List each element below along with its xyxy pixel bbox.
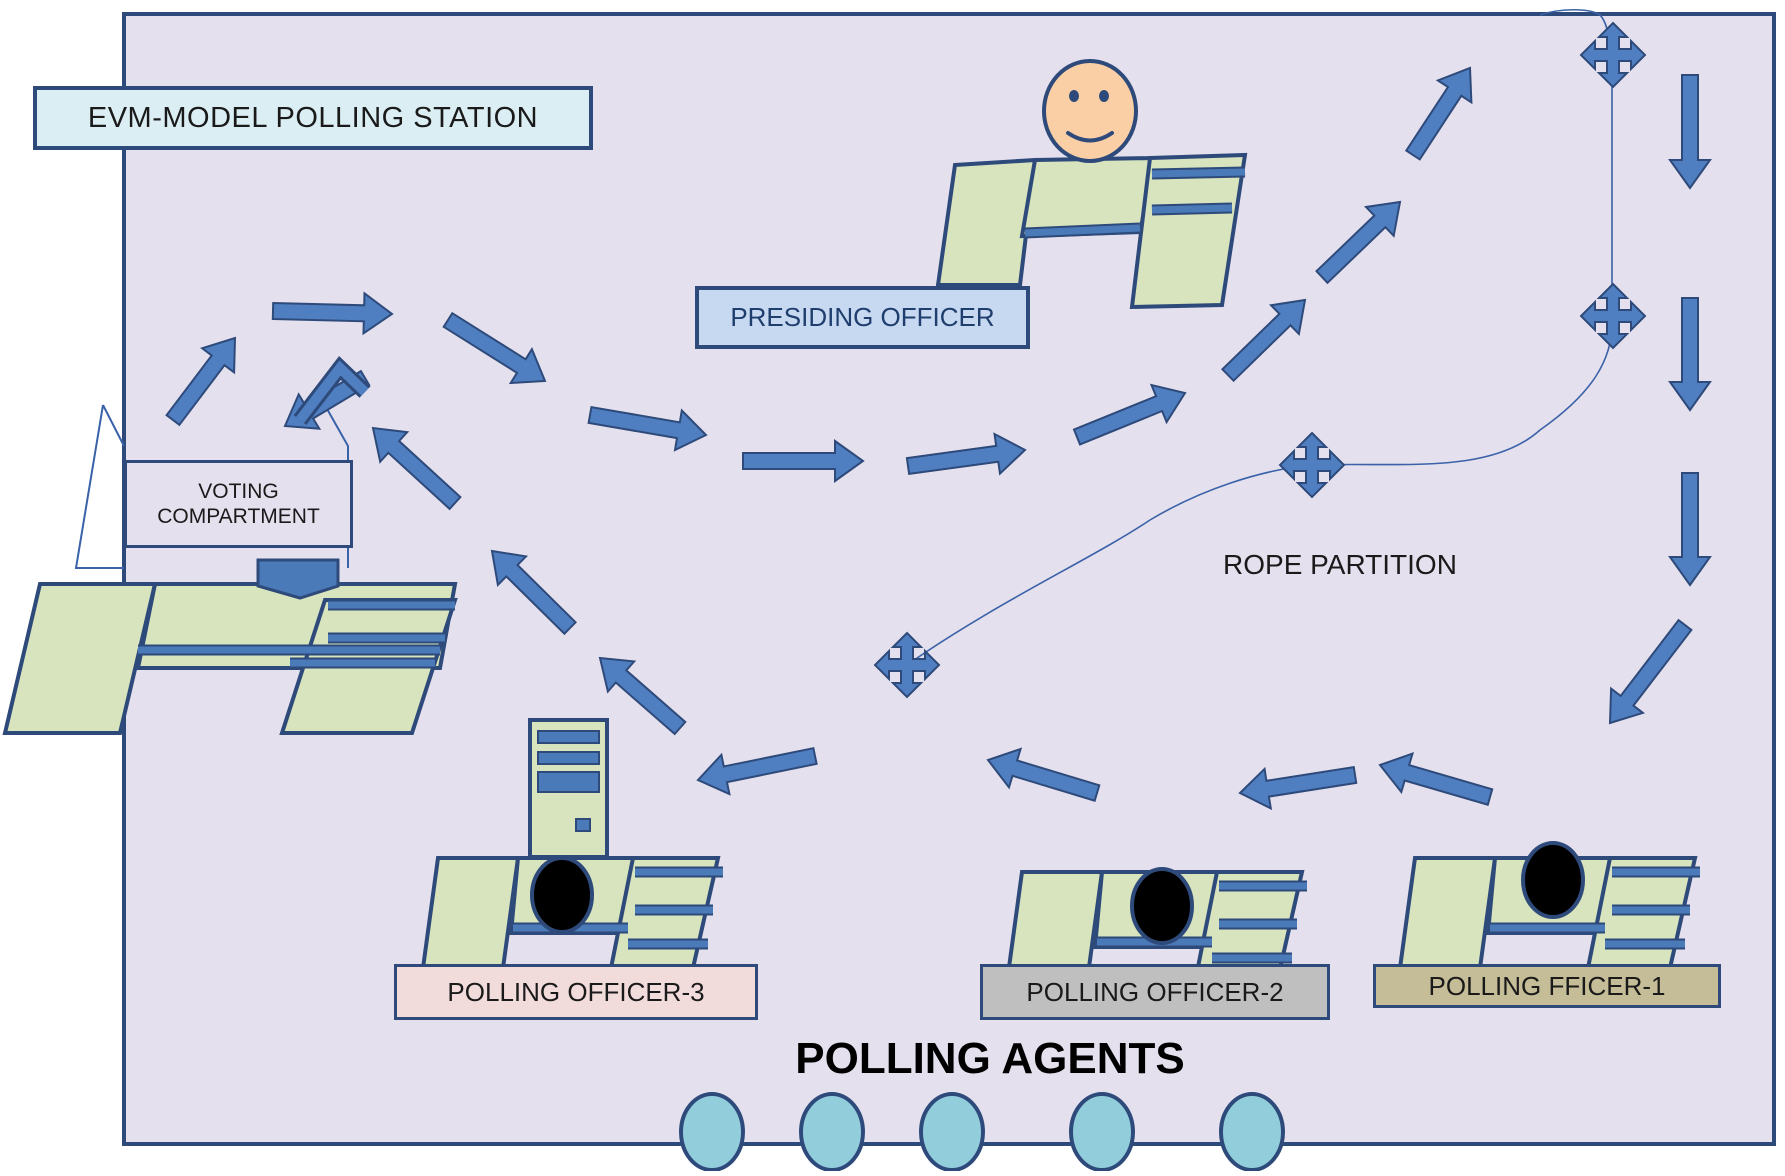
flow-arrow-icon (1378, 752, 1494, 806)
polling-agents-group (679, 1092, 1285, 1172)
presiding-desk-left (935, 157, 1038, 287)
rope-pole-icon (873, 631, 941, 699)
presiding-desk-drawer-2 (1151, 204, 1233, 214)
flow-arrow-icon (1668, 297, 1712, 412)
flow-arrow-icon (1072, 383, 1187, 446)
flow-arrow-icon (371, 426, 462, 511)
rope-pole-icon (1579, 282, 1647, 350)
rope-pole-icon (1579, 21, 1647, 89)
flow-arrow-icon (165, 336, 237, 427)
voter-flow-arrows (165, 66, 1712, 811)
flow-arrow-icon (905, 432, 1027, 476)
flow-arrow-icon (696, 747, 818, 796)
voting-compartment-label: VOTING COMPARTMENT (124, 460, 353, 548)
polling-agent-icon (1069, 1092, 1135, 1172)
flow-arrow-icon (1315, 200, 1402, 285)
control-unit-tower-icon (528, 718, 609, 859)
polling-officer-1-label: POLLING FFICER-1 (1373, 964, 1721, 1008)
flow-arrow-icon (490, 549, 578, 636)
flow-arrow-icon (587, 405, 708, 452)
polling-agent-icon (1219, 1092, 1285, 1172)
voting-table-left (2, 582, 158, 735)
po2-seated-officer-icon (1130, 867, 1194, 945)
flow-arrow-icon (1404, 66, 1473, 161)
presiding-officer-label: PRESIDING OFFICER (695, 286, 1030, 349)
presiding-desk-bar (1024, 224, 1141, 237)
flow-arrow-icon (1668, 74, 1712, 190)
chevron-arrow-icon (296, 360, 369, 424)
furniture-layer (2, 59, 1700, 984)
flow-arrow-icon (742, 439, 865, 483)
rope-pole-icon (1278, 431, 1346, 499)
flow-arrow-icon (1220, 298, 1307, 383)
compartment-screen-top (102, 404, 125, 447)
po1-seated-officer-icon (1521, 841, 1585, 919)
polling-agents-label: POLLING AGENTS (795, 1034, 1185, 1083)
smiley-face-icon (1042, 59, 1138, 163)
flow-arrow-icon (986, 747, 1101, 802)
station-title: EVM-MODEL POLLING STATION (33, 86, 593, 150)
flow-arrow-icon (1608, 618, 1693, 725)
po3-desk-left (420, 856, 521, 970)
presiding-desk-right (1129, 152, 1248, 310)
flow-arrow-icon (271, 291, 394, 336)
compartment-screen-left (74, 404, 124, 569)
polling-officer-3-label: POLLING OFFICER-3 (394, 964, 758, 1020)
rope-partition-label: ROPE PARTITION (1223, 549, 1457, 580)
po3-seated-officer-icon (530, 856, 594, 934)
polling-agent-icon (679, 1092, 745, 1172)
evm-machine-icon (256, 558, 340, 600)
po1-desk-left (1397, 856, 1498, 970)
flow-arrow-icon (1238, 765, 1358, 811)
flow-arrow-icon (598, 656, 687, 736)
flow-arrow-icon (1668, 472, 1712, 587)
polling-agent-icon (799, 1092, 865, 1172)
flow-arrow-icon (442, 311, 547, 385)
presiding-desk-drawer-1 (1151, 168, 1246, 178)
rope-poles (873, 21, 1647, 699)
polling-agent-icon (919, 1092, 985, 1172)
polling-officer-2-label: POLLING OFFICER-2 (980, 964, 1330, 1020)
